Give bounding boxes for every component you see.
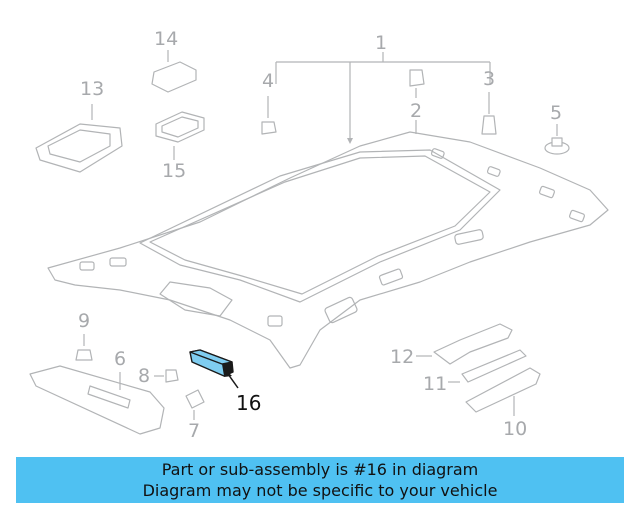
callout-1: 1 [375, 32, 388, 54]
callout-5: 5 [550, 102, 563, 124]
callout-15: 15 [162, 160, 187, 182]
parts-diagram: 1 2 3 4 5 6 7 8 9 10 11 12 13 14 15 16 [29, 28, 609, 442]
callout-14: 14 [154, 28, 179, 50]
grommet-part-5 [544, 124, 570, 155]
clip-part-3 [481, 92, 497, 135]
headliner-part [47, 131, 609, 369]
callout-8: 8 [138, 365, 151, 387]
grab-handle-part-10 [465, 367, 541, 416]
info-banner: Part or sub-assembly is #16 in diagram D… [16, 457, 624, 503]
clip-part-8 [154, 369, 179, 383]
callout-3: 3 [483, 68, 496, 90]
callout-6: 6 [114, 348, 127, 370]
banner-line-1: Part or sub-assembly is #16 in diagram [161, 460, 479, 479]
map-light-part-13 [35, 104, 123, 173]
bracket-part-11 [448, 349, 527, 383]
highlighted-part-16[interactable] [189, 349, 239, 389]
callout-9: 9 [78, 310, 91, 332]
lamp-part-14 [151, 50, 197, 93]
callout-2: 2 [410, 100, 423, 122]
clip-part-2 [409, 69, 425, 134]
callout-12: 12 [390, 346, 415, 368]
lamp-part-15 [155, 111, 205, 160]
callout-11: 11 [423, 373, 448, 395]
callout-7: 7 [188, 420, 201, 442]
bracket-part-12 [416, 323, 513, 365]
callout-13: 13 [80, 78, 105, 100]
diagram-drawing [29, 50, 609, 435]
banner-line-2: Diagram may not be specific to your vehi… [142, 481, 498, 500]
clip-part-4 [261, 96, 277, 135]
callout-16[interactable]: 16 [236, 391, 262, 415]
holder-part-7 [185, 389, 205, 420]
callout-4: 4 [262, 70, 275, 92]
sun-visor-part-6 [29, 365, 165, 435]
callout-10: 10 [503, 418, 528, 440]
clip-part-9 [75, 334, 93, 361]
